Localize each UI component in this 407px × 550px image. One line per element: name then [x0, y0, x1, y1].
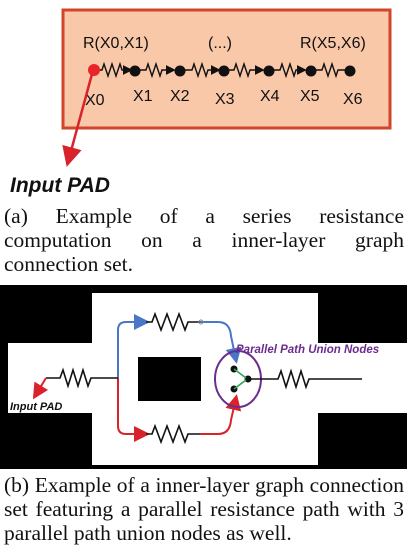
label-r-x5-x6: R(X5,X6) [300, 35, 366, 52]
node-label-x3: X3 [215, 91, 235, 108]
node-label-x5: X5 [300, 88, 320, 105]
union-link-1 [233, 368, 247, 379]
upper-path-right [200, 321, 242, 364]
upper-path [117, 314, 150, 378]
lower-resistor [146, 423, 200, 445]
label-r-x0-x1: R(X0,X1) [83, 35, 149, 52]
node-x4 [263, 65, 275, 77]
series-chain [95, 61, 348, 79]
node-label-x1: X1 [133, 88, 153, 105]
node-x3 [218, 65, 230, 77]
upper-small-node [198, 319, 204, 325]
figure-b: Input PAD Parallel Path Union Nodes [0, 285, 407, 469]
lower-path-left [117, 378, 150, 442]
caption-b: (b) Example of a inner-layer graph conne… [4, 473, 404, 545]
output-resistor [248, 368, 362, 390]
layer-shape [8, 293, 407, 465]
node-x1 [129, 65, 141, 77]
lower-path-right [200, 394, 242, 435]
node-x5 [305, 65, 317, 77]
input-pad-arrow [62, 73, 94, 167]
caption-a: (a) Example of a series resistance compu… [4, 204, 404, 276]
union-link-2 [233, 379, 247, 390]
node-x2 [174, 65, 186, 77]
node-x6 [344, 65, 356, 77]
node-label-x0: X0 [85, 92, 105, 109]
node-label-x6: X6 [343, 91, 363, 108]
union-label: Parallel Path Union Nodes [236, 344, 379, 356]
input-resistor [46, 367, 118, 389]
input-pad-label: Input PAD [10, 174, 110, 197]
figure-a: R(X0,X1) (...) R(X5,X6) X0 X1 X2 X3 X4 X… [10, 8, 392, 197]
node-label-x2: X2 [170, 88, 190, 105]
node-x0 [88, 64, 100, 76]
input-pad-arrow-b [32, 377, 49, 400]
cutout [138, 357, 201, 401]
input-pad-label-b: Input PAD [10, 401, 62, 413]
node-label-x4: X4 [260, 88, 280, 105]
upper-resistor [146, 311, 200, 333]
label-ellipsis: (...) [208, 35, 232, 52]
